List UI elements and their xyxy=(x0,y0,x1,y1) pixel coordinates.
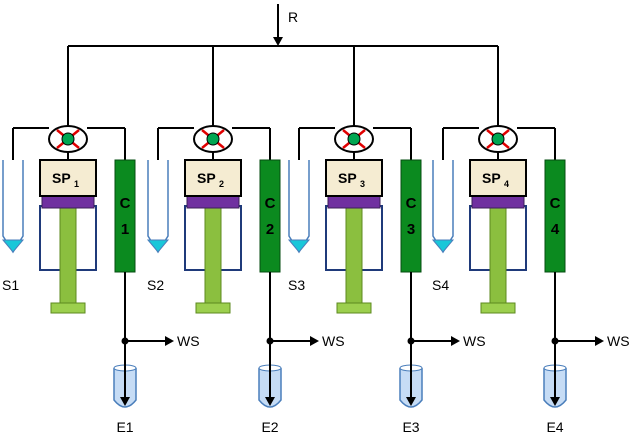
waste-arrow xyxy=(165,336,174,346)
waste-arrow xyxy=(451,336,460,346)
sample-label: S2 xyxy=(147,277,164,293)
waste-label: WS xyxy=(607,333,630,349)
column xyxy=(400,159,422,273)
sample-liquid xyxy=(287,239,311,253)
waste-label: WS xyxy=(177,333,200,349)
elution-arrow xyxy=(265,397,275,406)
eluate-label: E2 xyxy=(261,419,278,435)
sample-liquid xyxy=(431,239,455,253)
column-label: C xyxy=(265,195,276,212)
column xyxy=(259,159,281,273)
syringe-plunger-base xyxy=(195,302,231,314)
syringe-plunger-rod xyxy=(204,206,222,308)
syringe-label: SP xyxy=(338,170,357,186)
syringe-band xyxy=(186,195,240,209)
syringe-head xyxy=(39,159,97,197)
sample-tube xyxy=(432,160,454,254)
sample-liquid xyxy=(1,239,25,253)
syringe-head xyxy=(325,159,383,197)
column-label: C xyxy=(406,195,417,212)
syringe-head xyxy=(469,159,527,197)
elution-arrow xyxy=(406,397,416,406)
syringe-plunger-rod xyxy=(345,206,363,308)
sample-tube xyxy=(2,160,24,254)
syringe-label-sub: 4 xyxy=(504,179,509,189)
column-label: C xyxy=(550,195,561,212)
reagent-label: R xyxy=(288,9,298,25)
syringe-plunger-base xyxy=(50,302,86,314)
valve-rotor xyxy=(206,132,220,146)
syringe-band xyxy=(327,195,381,209)
column xyxy=(114,159,136,273)
sample-liquid xyxy=(146,239,170,253)
waste-label: WS xyxy=(463,333,486,349)
column-label-number: 3 xyxy=(407,221,415,238)
valve-rotor xyxy=(347,132,361,146)
elution-arrow xyxy=(120,397,130,406)
valve-rotor xyxy=(491,132,505,146)
eluate-label: E3 xyxy=(402,419,419,435)
reagent-inlet-arrow xyxy=(273,37,283,46)
syringe-label: SP xyxy=(482,170,501,186)
sample-tube xyxy=(147,160,169,254)
sample-label: S4 xyxy=(432,277,449,293)
column-label-number: 2 xyxy=(266,221,274,238)
syringe-head xyxy=(184,159,242,197)
column-label: C xyxy=(120,195,131,212)
syringe-label-sub: 2 xyxy=(219,179,224,189)
sample-label: S1 xyxy=(2,277,19,293)
column-label-number: 1 xyxy=(121,221,129,238)
elution-arrow xyxy=(550,397,560,406)
syringe-plunger-base xyxy=(336,302,372,314)
waste-arrow xyxy=(310,336,319,346)
syringe-plunger-rod xyxy=(59,206,77,308)
waste-label: WS xyxy=(322,333,345,349)
syringe-label-sub: 3 xyxy=(360,179,365,189)
column-label-number: 4 xyxy=(551,221,560,238)
syringe-band xyxy=(41,195,95,209)
reagent-manifold xyxy=(68,4,498,47)
syringe-label: SP xyxy=(197,170,216,186)
sample-tube xyxy=(288,160,310,254)
syringe-label: SP xyxy=(52,170,71,186)
syringe-band xyxy=(471,195,525,209)
valve-rotor xyxy=(61,132,75,146)
syringe-label-sub: 1 xyxy=(74,179,79,189)
column xyxy=(544,159,566,273)
eluate-label: E1 xyxy=(116,419,133,435)
syringe-plunger-base xyxy=(480,302,516,314)
waste-arrow xyxy=(595,336,604,346)
syringe-plunger-rod xyxy=(489,206,507,308)
sample-label: S3 xyxy=(288,277,305,293)
eluate-label: E4 xyxy=(546,419,563,435)
